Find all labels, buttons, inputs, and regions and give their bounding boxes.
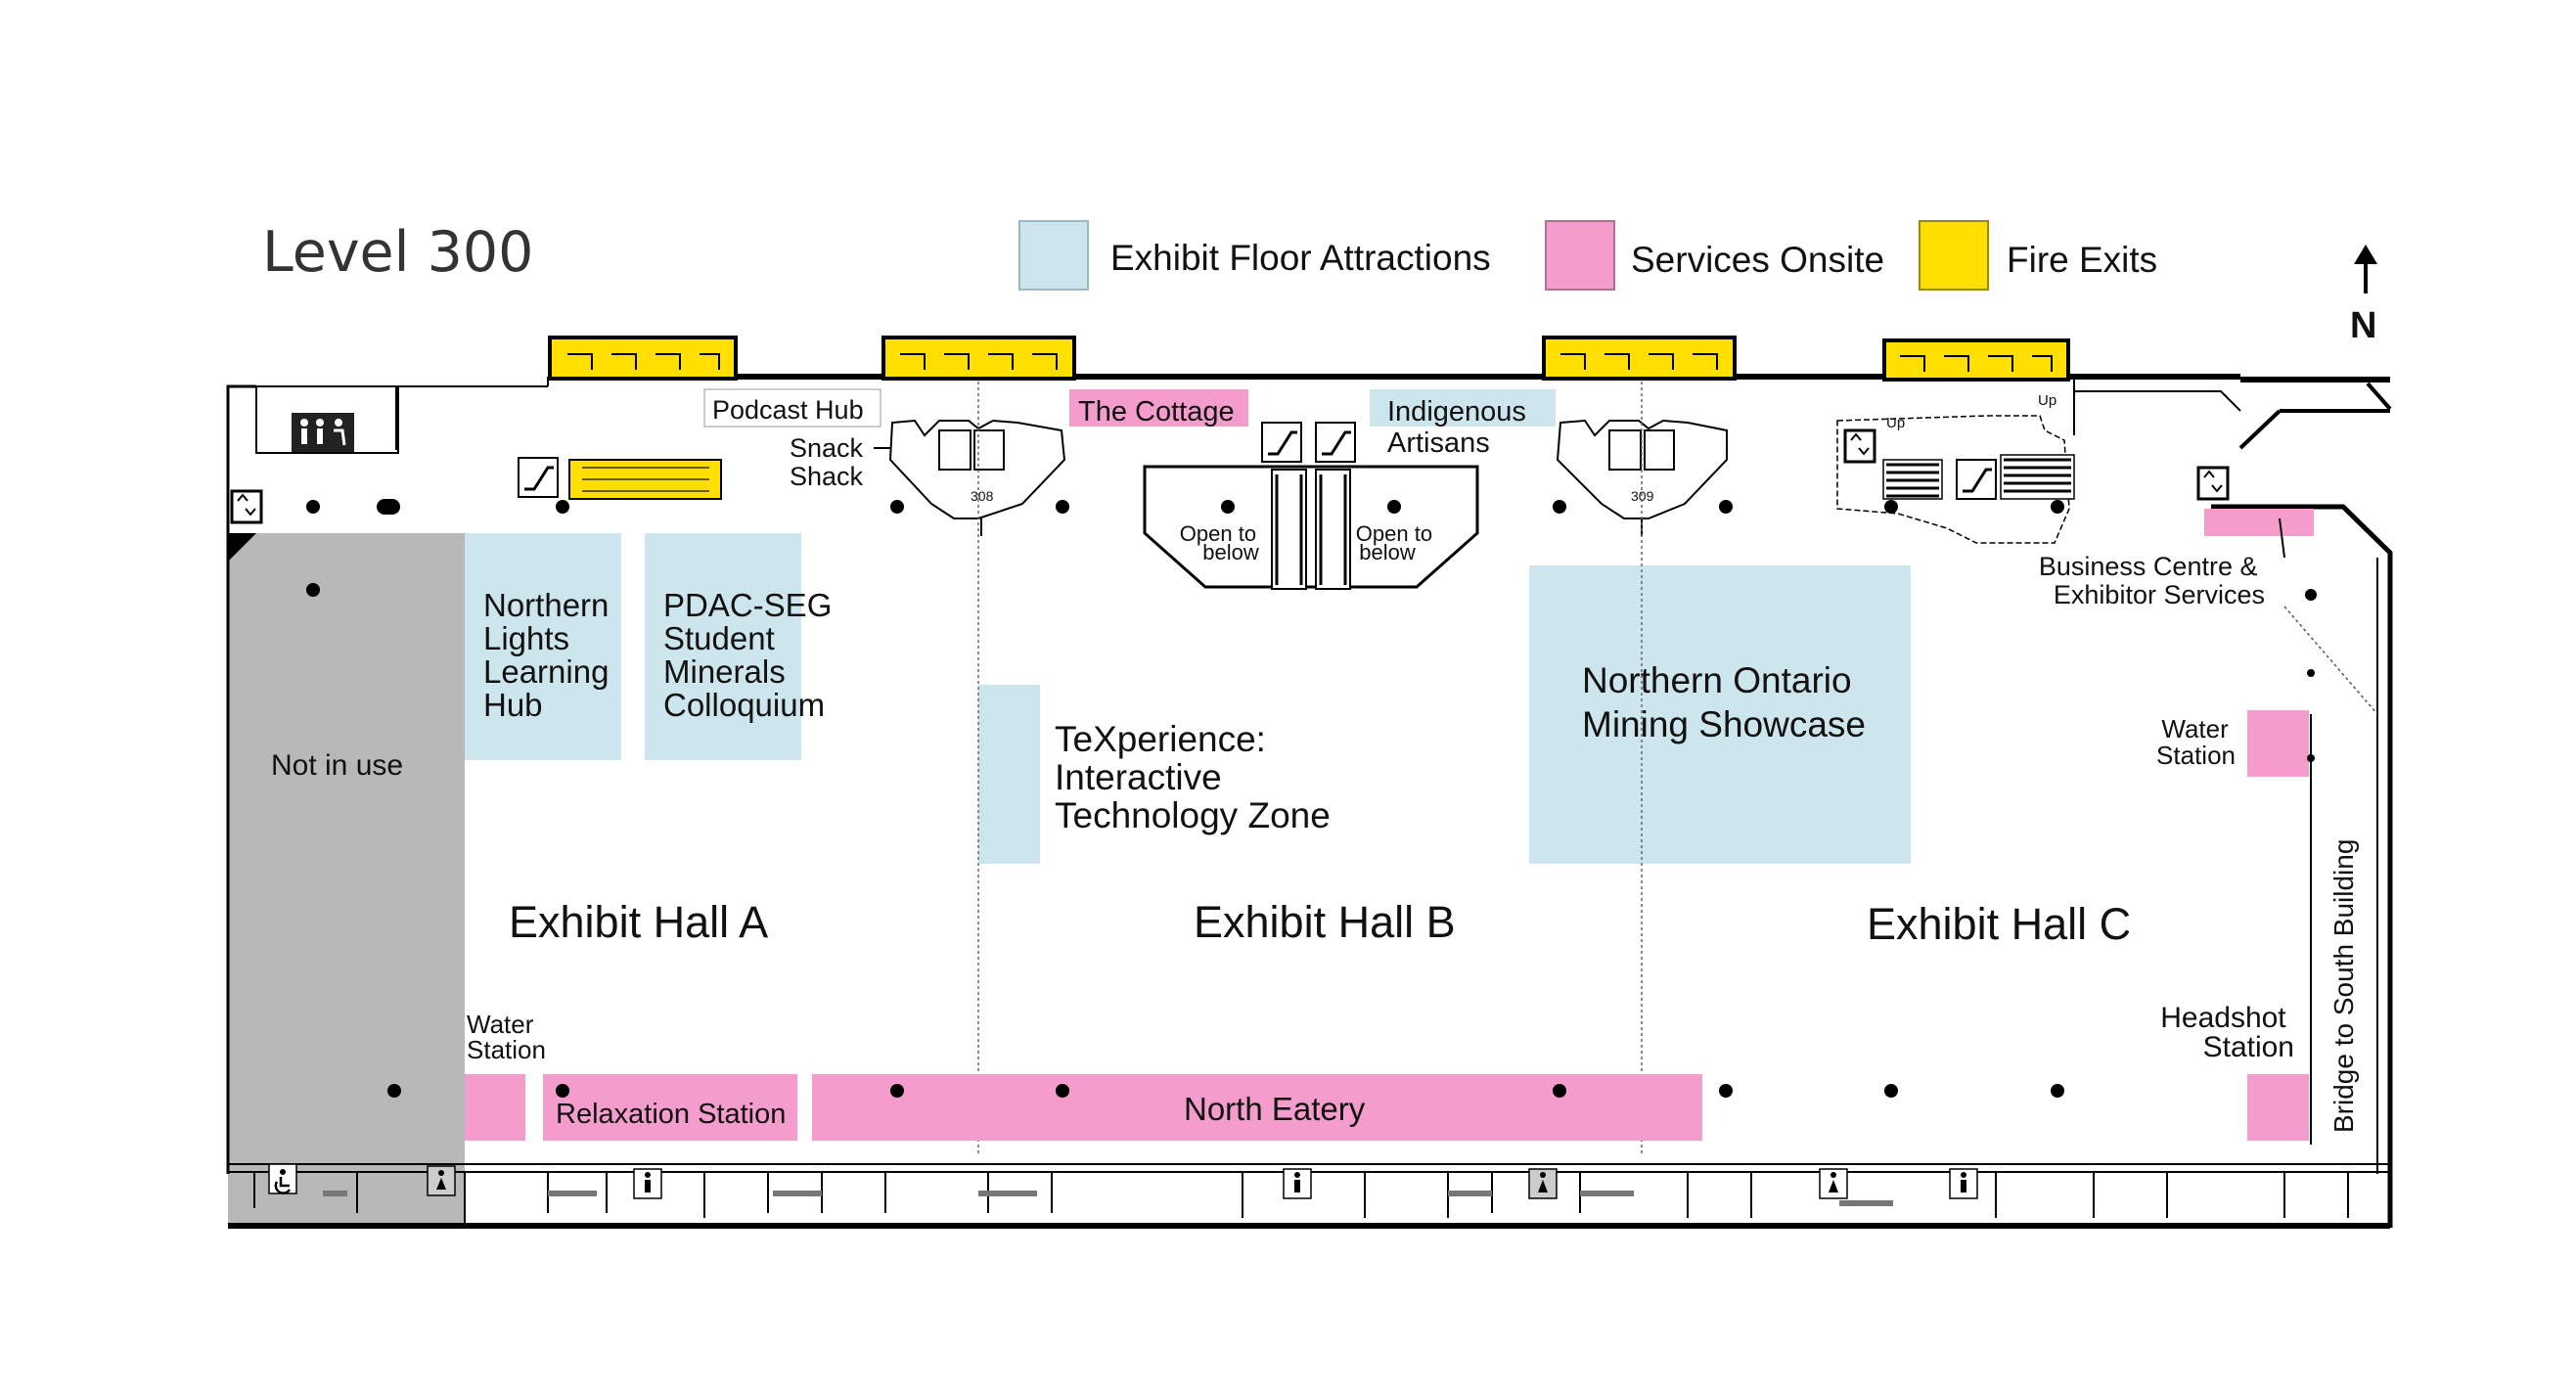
snack-shack-label: Snack Shack xyxy=(790,433,871,491)
core-308 xyxy=(888,419,1066,536)
not-in-use-area xyxy=(228,533,465,1223)
legend: Exhibit Floor Attractions Services Onsit… xyxy=(1018,220,2157,291)
exhibit-hall-b-label: Exhibit Hall B xyxy=(1194,897,1456,947)
indigenous-artisans-label: Indigenous Artisans xyxy=(1387,396,1534,459)
headshot-station-box xyxy=(2247,1074,2309,1141)
open-to-below-atrium xyxy=(1143,465,1479,589)
fire-exit-3 xyxy=(1542,336,1737,381)
north-eatery-label: North Eatery xyxy=(1184,1091,1366,1127)
fire-exit-1 xyxy=(548,336,738,381)
map-title: Level 300 xyxy=(262,220,533,285)
elevator-icon-nw xyxy=(230,489,263,524)
northern-lights-hub-label: Northern Lights Learning Hub xyxy=(483,587,618,723)
exhibit-hall-a-label: Exhibit Hall A xyxy=(509,897,768,947)
pdac-seg-colloquium-label: PDAC-SEG Student Minerals Colloquium xyxy=(663,587,841,723)
south-wall xyxy=(228,1163,2390,1229)
ne-service-core xyxy=(1836,415,2075,544)
business-centre-label: Business Centre & Exhibitor Services xyxy=(2039,552,2265,609)
legend-label-fire-exits: Fire Exits xyxy=(2007,240,2157,280)
legend-label-services: Services Onsite xyxy=(1631,240,1884,280)
escalator-icon-center-2 xyxy=(1315,422,1356,463)
north-eatery-box xyxy=(812,1074,1702,1141)
indigenous-artisans-box xyxy=(1370,389,1556,427)
room-308-label: 308 xyxy=(971,488,994,504)
men-washroom-icon-2 xyxy=(1283,1168,1312,1199)
not-in-use-label: Not in use xyxy=(271,749,403,782)
men-washroom-icon-1 xyxy=(633,1168,662,1199)
legend-swatch-fire-exits xyxy=(1919,220,1989,291)
business-centre-leader xyxy=(2279,518,2285,559)
legend-label-attractions: Exhibit Floor Attractions xyxy=(1110,238,1491,278)
bridge-diagonal xyxy=(2283,606,2378,715)
pdac-seg-colloquium-box xyxy=(645,533,801,760)
the-cottage-box xyxy=(1069,389,1248,427)
podcast-hub-box xyxy=(703,388,881,428)
fire-exit-2 xyxy=(881,336,1076,381)
women-washroom-icon-3 xyxy=(1819,1168,1848,1199)
north-label: N xyxy=(2350,305,2376,346)
corner-wedge xyxy=(228,533,256,562)
women-washroom-icon-2 xyxy=(1528,1168,1558,1199)
up-label-2: Up xyxy=(2038,392,2056,409)
texperience-box xyxy=(978,685,1040,864)
up-label-1: Up xyxy=(1886,415,1905,431)
relaxation-station-label: Relaxation Station xyxy=(556,1099,786,1130)
open-to-below-left-label: Open to below xyxy=(1180,521,1262,564)
fire-exit-4 xyxy=(1882,338,2070,382)
northern-lights-hub-box xyxy=(465,533,621,760)
texperience-label: TeXperience: Interactive Technology Zone xyxy=(1055,719,1331,835)
elevator-icon-ne-1 xyxy=(1843,428,1876,464)
northern-ontario-showcase-box xyxy=(1529,565,1911,864)
men-washroom-icon-3 xyxy=(1949,1168,1978,1199)
open-to-below-right-label: Open to below xyxy=(1356,521,1438,564)
fire-exits xyxy=(548,336,2070,500)
legend-swatch-attractions xyxy=(1018,220,1089,291)
elevator-icon-ne-2 xyxy=(2196,466,2230,501)
the-cottage-label: The Cottage xyxy=(1078,396,1235,428)
women-washroom-icon-1 xyxy=(427,1165,456,1196)
water-station-east-label: Water Station xyxy=(2156,714,2236,770)
north-arrow-icon xyxy=(2354,245,2377,293)
exhibit-hall-c-label: Exhibit Hall C xyxy=(1867,899,2131,949)
column-dots xyxy=(306,499,2317,1098)
water-station-west-box xyxy=(465,1074,525,1141)
escalator-icon-ne xyxy=(1956,459,1997,500)
headshot-station-label: Headshot Station xyxy=(2160,1002,2294,1063)
northern-ontario-showcase-label: Northern Ontario Mining Showcase xyxy=(1582,660,1866,744)
accessible-washroom-icon-sw xyxy=(268,1163,297,1194)
central-escalators xyxy=(1271,469,1351,590)
relaxation-station-box xyxy=(543,1074,797,1141)
escalator-icon-center-1 xyxy=(1261,422,1302,463)
escalator-icon-nw xyxy=(518,457,559,498)
business-centre-box xyxy=(2204,509,2314,536)
bridge-label: Bridge to South Building xyxy=(2328,839,2359,1133)
podcast-hub-label: Podcast Hub xyxy=(712,395,864,425)
legend-swatch-services xyxy=(1545,220,1615,291)
washroom-icon-nw xyxy=(292,413,354,452)
water-station-east-box xyxy=(2247,710,2309,777)
water-station-west-label: Water Station xyxy=(467,1010,546,1064)
room-309-label: 309 xyxy=(1631,488,1654,504)
